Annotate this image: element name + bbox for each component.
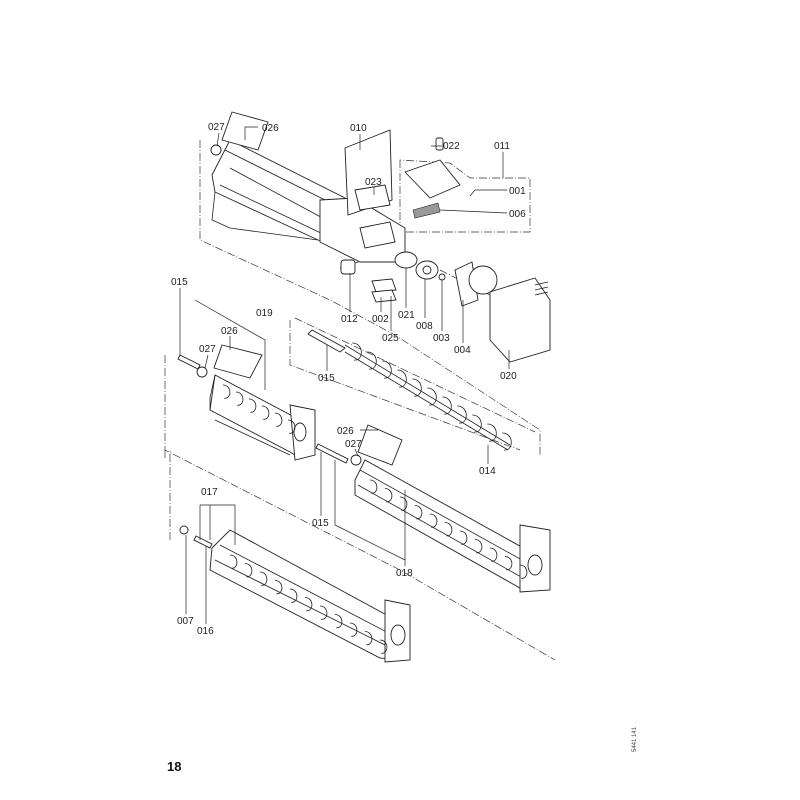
knob-027 bbox=[210, 144, 222, 156]
label-027-right: 027 bbox=[345, 439, 362, 450]
trough-flight bbox=[349, 622, 358, 637]
label-014: 014 bbox=[479, 466, 496, 477]
flange bbox=[359, 221, 396, 249]
trough-flight bbox=[369, 479, 378, 494]
label-026-right: 026 bbox=[337, 426, 354, 437]
shaft-015-lower bbox=[315, 443, 349, 464]
auger-flight bbox=[367, 351, 377, 370]
trough-flight bbox=[414, 505, 423, 520]
trough-flight bbox=[364, 631, 373, 646]
label-018: 018 bbox=[396, 568, 413, 579]
label-008: 008 bbox=[416, 321, 433, 332]
knob-027-right bbox=[350, 454, 362, 466]
auger-flight bbox=[412, 378, 422, 397]
pin-022 bbox=[435, 137, 444, 151]
trough-flight bbox=[304, 597, 313, 612]
trough-flight bbox=[459, 530, 468, 545]
trough-flight bbox=[399, 496, 408, 511]
label-012: 012 bbox=[341, 314, 358, 325]
label-015-lower: 015 bbox=[312, 518, 329, 529]
label-017: 017 bbox=[201, 487, 218, 498]
trough-flight bbox=[429, 513, 438, 528]
bearing-012 bbox=[340, 259, 356, 275]
trough-flight bbox=[274, 412, 283, 427]
cover-020 bbox=[489, 277, 551, 363]
trough-017 bbox=[179, 525, 411, 663]
label-015-left: 015 bbox=[171, 277, 188, 288]
label-027: 027 bbox=[208, 122, 225, 133]
shaft-015-left bbox=[177, 354, 201, 370]
trough-018 bbox=[315, 424, 551, 593]
trough-flight bbox=[384, 488, 393, 503]
trough-flight bbox=[261, 405, 270, 420]
knob-027-mid bbox=[196, 366, 208, 378]
trough-flight bbox=[504, 556, 513, 571]
auger-flight bbox=[472, 414, 482, 433]
trough-flight bbox=[334, 614, 343, 629]
auger-flight bbox=[382, 360, 392, 379]
cover-026-right bbox=[357, 424, 403, 466]
label-004: 004 bbox=[454, 345, 471, 356]
label-011: 011 bbox=[494, 141, 510, 152]
shaft-015 bbox=[307, 329, 346, 353]
auger-flight bbox=[397, 369, 407, 388]
trough-flight bbox=[489, 547, 498, 562]
trough-flight bbox=[235, 391, 244, 406]
auger-flight bbox=[487, 423, 497, 442]
label-001: 001 bbox=[509, 186, 526, 197]
auger-flight bbox=[442, 396, 452, 415]
label-002: 002 bbox=[372, 314, 389, 325]
trough-flight bbox=[248, 398, 257, 413]
trough-flight bbox=[444, 522, 453, 537]
plate-011 bbox=[404, 159, 461, 199]
part-006 bbox=[412, 202, 441, 219]
leader-lines bbox=[179, 126, 510, 624]
label-003: 003 bbox=[433, 333, 450, 344]
washer-003 bbox=[438, 273, 446, 281]
trough-flight bbox=[222, 384, 231, 399]
trough-flight bbox=[259, 571, 268, 586]
trough-019 bbox=[177, 344, 316, 461]
label-010: 010 bbox=[350, 123, 367, 134]
label-023: 023 bbox=[365, 177, 382, 188]
label-016: 016 bbox=[197, 626, 214, 637]
drawing-reference: 5441 141 bbox=[632, 726, 638, 752]
drive-components bbox=[340, 137, 551, 363]
trough-flight bbox=[519, 564, 528, 579]
trough-flight bbox=[319, 605, 328, 620]
bearing-007 bbox=[179, 525, 189, 535]
trough-flight bbox=[379, 639, 388, 654]
label-019: 019 bbox=[256, 308, 273, 319]
label-007: 007 bbox=[177, 616, 194, 627]
trough-flight bbox=[289, 588, 298, 603]
shaft-016 bbox=[193, 535, 213, 549]
top-trough bbox=[210, 111, 406, 263]
label-006: 006 bbox=[509, 209, 526, 220]
label-015-auger: 015 bbox=[318, 373, 335, 384]
seal-023 bbox=[354, 184, 391, 211]
trough-flight bbox=[474, 539, 483, 554]
label-020: 020 bbox=[500, 371, 517, 382]
gasket-021 bbox=[394, 251, 418, 269]
label-021: 021 bbox=[398, 310, 415, 321]
label-022: 022 bbox=[443, 141, 460, 152]
page-number: 18 bbox=[167, 759, 181, 774]
label-026-mid: 026 bbox=[221, 326, 238, 337]
trough-flight bbox=[287, 419, 296, 434]
label-026: 026 bbox=[262, 123, 279, 134]
auger-flight bbox=[352, 342, 362, 361]
label-027-mid: 027 bbox=[199, 344, 216, 355]
trough-flight bbox=[244, 563, 253, 578]
cover-026-mid bbox=[213, 344, 263, 379]
part-labels: 027 026 010 022 011 001 006 023 012 002 … bbox=[171, 122, 526, 637]
auger-flight bbox=[427, 387, 437, 406]
auger-flights bbox=[222, 342, 528, 654]
gasket-002 bbox=[371, 278, 397, 293]
label-025: 025 bbox=[382, 333, 399, 344]
auger-flight bbox=[502, 432, 512, 451]
trough-flight bbox=[229, 554, 238, 569]
auger-flight bbox=[457, 405, 467, 424]
trough-flight bbox=[274, 580, 283, 595]
